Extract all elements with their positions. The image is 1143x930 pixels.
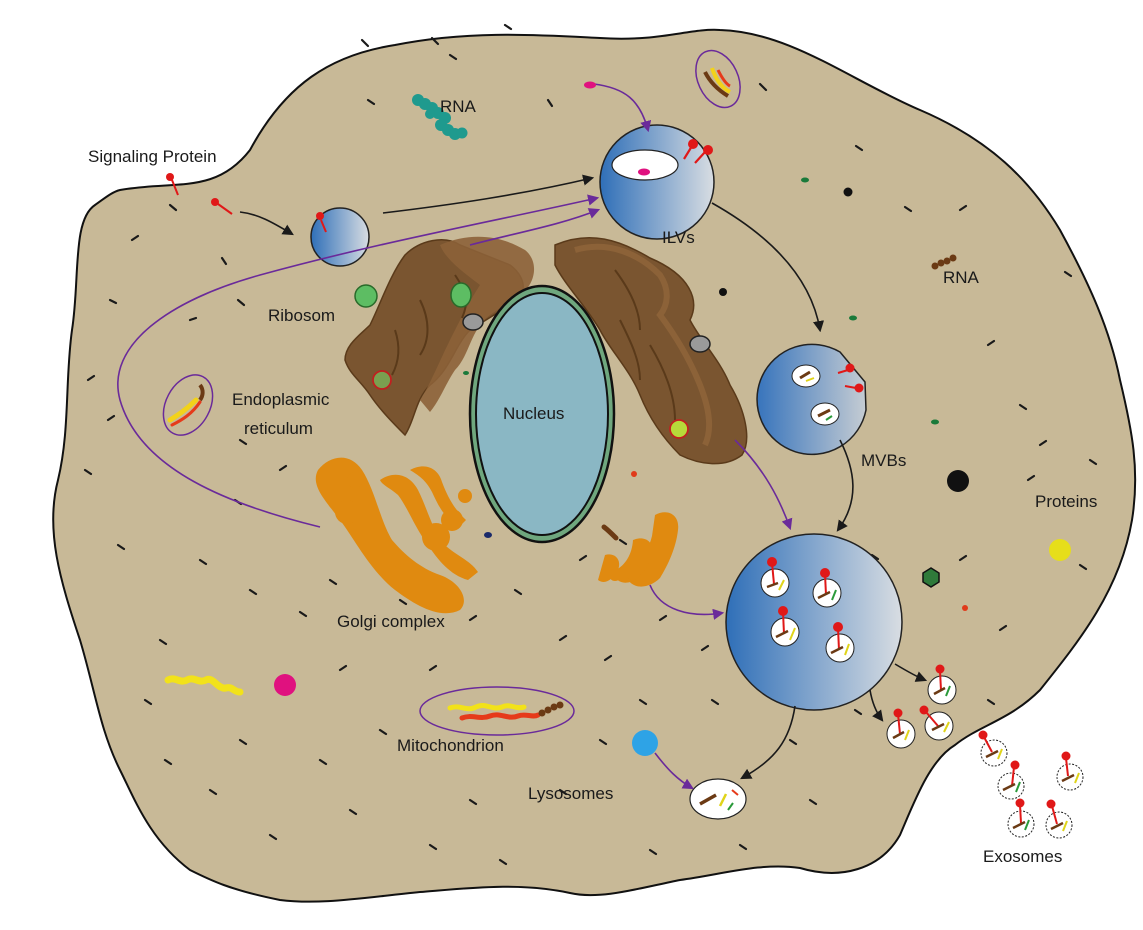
- ilvs-label: ILVs: [662, 228, 695, 247]
- mvbs-label: MVBs: [861, 451, 906, 470]
- signaling-protein-label: Signaling Protein: [88, 147, 217, 166]
- pink-cargo-dot: [584, 82, 596, 89]
- er-label-line2: reticulum: [244, 419, 313, 438]
- mitochondrion-label: Mitochondrion: [397, 736, 504, 755]
- rna-right-label: RNA: [943, 268, 980, 287]
- exosomes-label: Exosomes: [983, 847, 1062, 866]
- early-vesicle: [311, 208, 369, 266]
- extracellular-exosomes: [979, 731, 1084, 839]
- er-label-line1: Endoplasmic: [232, 390, 330, 409]
- lysosomes-label: Lysosomes: [528, 784, 613, 803]
- proteins-label: Proteins: [1035, 492, 1097, 511]
- rna-top-label: RNA: [440, 97, 477, 116]
- ribosom-label: Ribosom: [268, 306, 335, 325]
- golgi-label: Golgi complex: [337, 612, 445, 631]
- large-mvb: [726, 534, 902, 710]
- lysosome-vesicle: [690, 779, 746, 819]
- ilv-vesicle: [600, 125, 714, 239]
- nucleus-label: Nucleus: [503, 404, 564, 423]
